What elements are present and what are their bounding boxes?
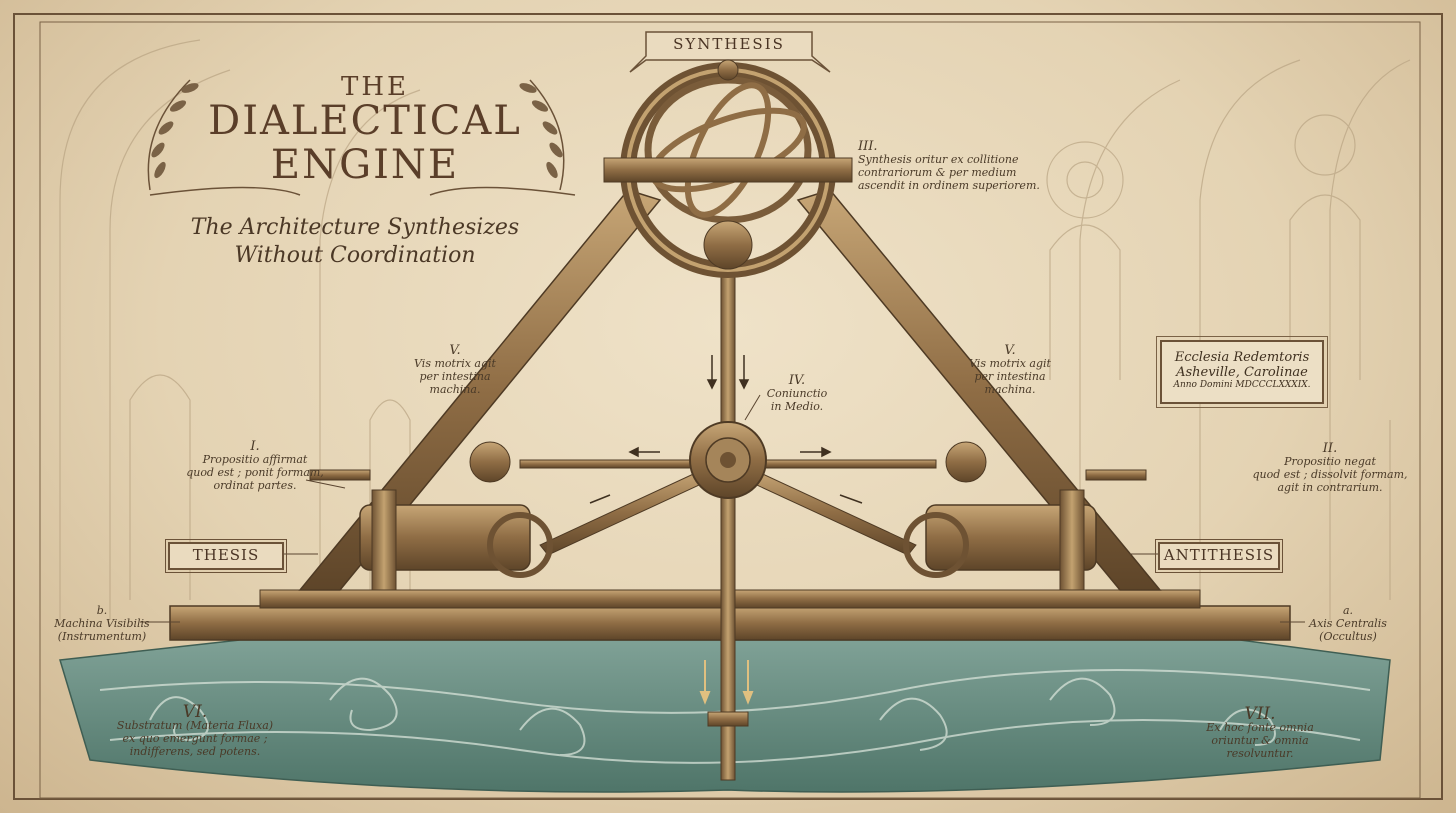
note-v-right-line: per intestina xyxy=(974,370,1046,383)
title-the: THE xyxy=(341,72,409,102)
note-b-line: (Instrumentum) xyxy=(57,630,147,643)
note-iv-line: Coniunctio xyxy=(766,387,828,400)
note-v-right: V. Vis motrix agit per intestina machina… xyxy=(955,344,1065,396)
note-a: a. Axis Centralis (Occultus) xyxy=(1298,604,1398,643)
church-plaque: Ecclesia Redemtoris Asheville, Carolinae… xyxy=(1156,336,1328,408)
right-connecting-rod xyxy=(745,459,937,469)
note-vii-numeral: VII. xyxy=(1244,704,1276,724)
subtitle: The Architecture Synthesizes Without Coo… xyxy=(170,214,540,270)
left-connecting-rod xyxy=(519,459,711,469)
note-vi-line: indifferens, sed potens. xyxy=(129,745,261,758)
cathedral-background xyxy=(59,39,1411,620)
note-iv-numeral: IV. xyxy=(788,373,806,388)
note-vii-line: resolvuntur. xyxy=(1226,747,1294,760)
right-diagonal-rod xyxy=(745,469,917,556)
note-vi-numeral: VI. xyxy=(182,702,208,722)
plaque-line-3: Anno Domini MDCCCLXXXIX. xyxy=(1173,380,1311,390)
thesis-flywheel xyxy=(487,512,553,578)
note-i-line: ordinat partes. xyxy=(213,479,297,492)
note-vi: VI. Substratum (Materia Fluxa) ex quo em… xyxy=(110,702,280,759)
note-ii-line: Propositio negat xyxy=(1284,455,1376,468)
title-line-2: ENGINE xyxy=(270,142,460,188)
note-v-left-numeral: V. xyxy=(449,343,461,358)
note-i: I. Propositio affirmat quod est ; ponit … xyxy=(175,440,335,492)
note-iii: III. Synthesis oritur ex collitione cont… xyxy=(858,140,1058,192)
note-a-letter: a. xyxy=(1342,604,1354,617)
note-v-right-numeral: V. xyxy=(1004,343,1016,358)
outer-border xyxy=(13,13,1443,800)
antithesis-engine-pillar xyxy=(1059,489,1085,591)
note-v-left-line: Vis motrix agit xyxy=(414,357,496,370)
synthesis-banner-ribbon xyxy=(629,31,831,73)
thesis-upper-gear xyxy=(469,441,511,483)
note-iv: IV. Coniunctio in Medio. xyxy=(752,374,842,413)
note-v-right-line: machina. xyxy=(984,383,1036,396)
armillary-base-gear xyxy=(703,220,753,270)
note-vi-line: ex quo emergunt formae ; xyxy=(122,732,268,745)
note-iii-line: Synthesis oritur ex collitione xyxy=(858,153,1019,166)
note-ii-line: agit in contrarium. xyxy=(1277,481,1383,494)
note-ii: II. Propositio negat quod est ; dissolvi… xyxy=(1250,442,1410,494)
subtitle-line-2: Without Coordination xyxy=(234,243,476,268)
flow-arrows xyxy=(589,355,863,504)
note-i-line: Propositio affirmat xyxy=(202,453,308,466)
note-iii-line: ascendit in ordinem superiorem. xyxy=(858,179,1040,192)
note-v-left-line: per intestina xyxy=(419,370,491,383)
subtitle-line-1: The Architecture Synthesizes xyxy=(190,215,520,240)
note-a-line: (Occultus) xyxy=(1319,630,1377,643)
plaque-line-1: Ecclesia Redemtoris xyxy=(1174,350,1310,365)
note-i-line: quod est ; ponit formam, xyxy=(186,466,324,479)
inner-border xyxy=(39,21,1421,799)
thesis-engine-cylinder xyxy=(359,504,531,571)
title-line-1: DIALECTICAL xyxy=(208,98,522,144)
synthesis-label: SYNTHESIS xyxy=(673,35,785,53)
note-vi-line: Substratum (Materia Fluxa) xyxy=(116,719,274,732)
left-diagonal-rod xyxy=(539,469,711,556)
central-axis xyxy=(720,229,736,781)
note-a-line: Axis Centralis xyxy=(1309,617,1387,630)
note-ii-numeral: II. xyxy=(1322,441,1338,456)
note-v-left: V. Vis motrix agit per intestina machina… xyxy=(400,344,510,396)
laurel-ornament xyxy=(147,79,576,196)
thesis-label: THESIS xyxy=(165,539,287,573)
antithesis-label: ANTITHESIS xyxy=(1155,539,1283,573)
note-b-letter: b. xyxy=(96,604,108,617)
leader-lines xyxy=(140,394,1305,623)
down-arrows xyxy=(699,660,754,705)
note-i-numeral: I. xyxy=(250,439,260,454)
note-b-line: Machina Visibilis xyxy=(54,617,150,630)
note-v-left-line: machina. xyxy=(429,383,481,396)
thesis-engine-pillar xyxy=(371,489,397,591)
plaque-line-2: Asheville, Carolinae xyxy=(1176,365,1308,380)
laurel-leaves xyxy=(151,83,563,179)
note-ii-line: quod est ; dissolvit formam, xyxy=(1252,468,1408,481)
note-b: b. Machina Visibilis (Instrumentum) xyxy=(52,604,152,643)
note-vii: VII. Ex hoc fonte omnia oriuntur & omnia… xyxy=(1190,704,1330,761)
note-v-right-line: Vis motrix agit xyxy=(969,357,1051,370)
armillary-cross-bar xyxy=(603,157,853,183)
antithesis-flywheel xyxy=(903,512,969,578)
antithesis-engine-cylinder xyxy=(925,504,1097,571)
note-iii-numeral: III. xyxy=(858,139,878,154)
note-iii-line: contrariorum & per medium xyxy=(858,166,1017,179)
note-vii-line: Ex hoc fonte omnia xyxy=(1206,721,1314,734)
note-iv-line: in Medio. xyxy=(770,400,824,413)
note-vii-line: oriuntur & omnia xyxy=(1211,734,1309,747)
antithesis-upper-gear xyxy=(945,441,987,483)
